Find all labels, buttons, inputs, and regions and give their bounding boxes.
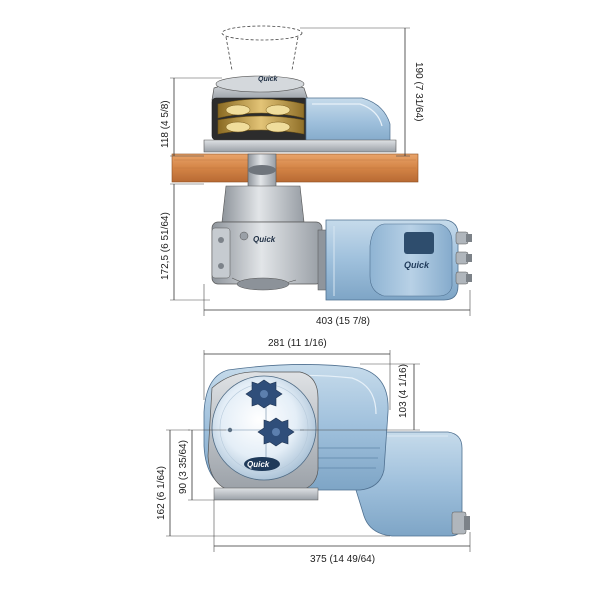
center-knob bbox=[257, 417, 295, 447]
brand-logo-text-gearbox: Quick bbox=[253, 235, 276, 244]
dim-length-total: 403 (15 7/8) bbox=[316, 316, 370, 327]
brand-badge bbox=[244, 457, 280, 471]
windlass-head bbox=[203, 75, 397, 153]
side-view: Quick Quick bbox=[160, 25, 472, 327]
dim-left-height: 162 (6 1/64) bbox=[156, 466, 167, 520]
dashed-top-outline bbox=[221, 25, 303, 71]
dim-height-top: 190 (7 31/64) bbox=[413, 62, 424, 122]
motor-body bbox=[317, 219, 472, 301]
dim-height-below-deck: 172,5 (6 51/64) bbox=[160, 212, 171, 280]
gearbox-body bbox=[211, 185, 323, 291]
dim-right-upper: 103 (4 1/16) bbox=[398, 364, 409, 418]
top-knob bbox=[245, 379, 283, 409]
dimension-lines-side bbox=[170, 27, 471, 316]
dimension-lines-top bbox=[166, 350, 471, 552]
brand-logo-text-motor: Quick bbox=[404, 260, 430, 270]
brand-logo-text-top-view: Quick bbox=[247, 460, 270, 469]
top-view: Quick 281 (11 1/16) 103 ( bbox=[156, 338, 471, 565]
brand-logo-text-top: Quick bbox=[258, 76, 279, 83]
dim-right-lower: 90 (3 35/64) bbox=[178, 440, 189, 494]
top-base-plate bbox=[213, 487, 319, 501]
dim-height-above-deck: 118 (4 5/8) bbox=[160, 100, 171, 148]
dim-width-top: 281 (11 1/16) bbox=[268, 338, 327, 349]
dim-length-bottom: 375 (14 49/64) bbox=[310, 554, 375, 565]
